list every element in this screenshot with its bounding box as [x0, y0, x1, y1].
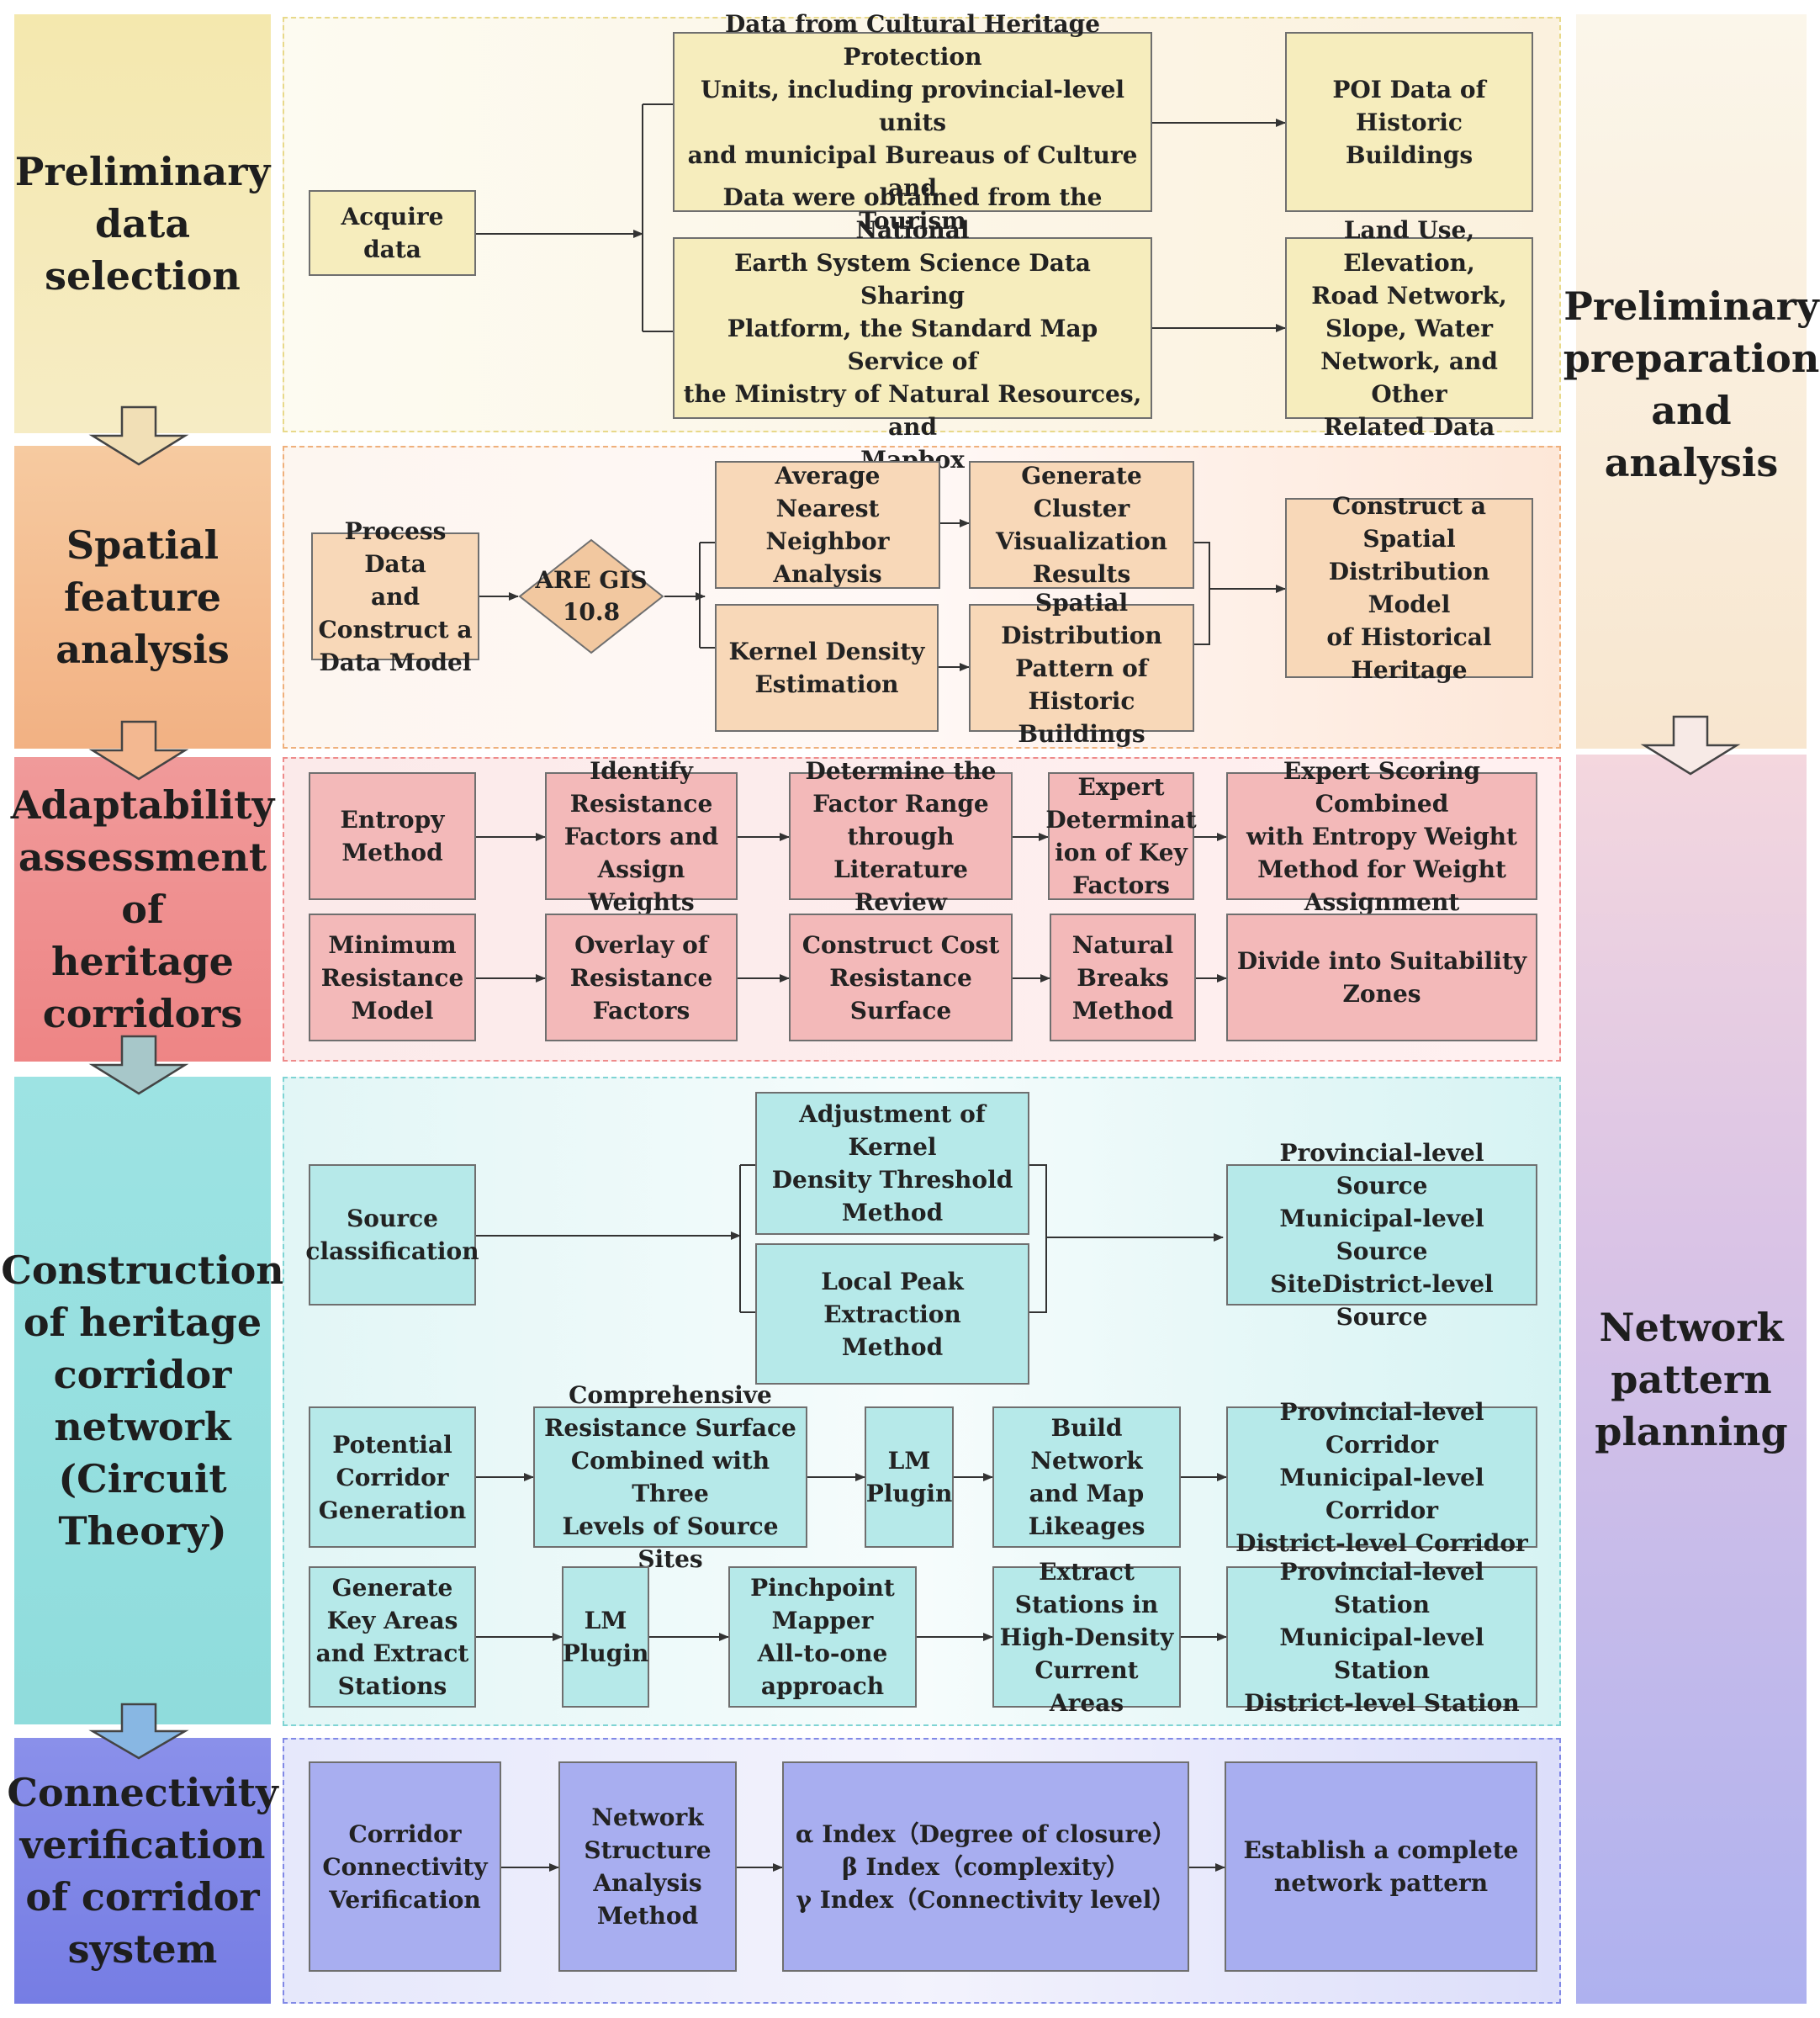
land-use-data-box: Land Use, Elevation, Road Network, Slope…	[1285, 216, 1533, 441]
key-areas-box: Generate Key Areas and Extract Stations	[309, 1566, 476, 1708]
arcgis-diamond-label: ARE GIS 10.8	[535, 566, 648, 626]
heritage-units-source-box: Data from Cultural Heritage Protection U…	[673, 10, 1152, 235]
arcgis-diamond: ARE GIS 10.8	[518, 538, 664, 654]
lm-plugin-box-corridor: LM Plugin	[865, 1406, 954, 1548]
extract-stations-box: Extract Stations in High-Density Current…	[992, 1558, 1181, 1717]
stage-spatial-feature-analysis: Spatial feature analysis	[14, 446, 271, 749]
kernel-threshold-box: Adjustment of Kernel Density Threshold M…	[755, 1092, 1029, 1235]
poi-data-box: POI Data of Historic Buildings	[1285, 32, 1533, 212]
expert-key-factors-box: Expert Determinat ion of Key Factors	[1045, 772, 1197, 900]
potential-corridor-box: Potential Corridor Generation	[309, 1406, 476, 1548]
overlay-factors-box: Overlay of Resistance Factors	[545, 914, 738, 1041]
entropy-method-box: Entropy Method	[309, 772, 476, 900]
build-network-box: Build Network and Map Likeages	[992, 1406, 1181, 1548]
cost-resistance-box: Construct Cost Resistance Surface	[789, 914, 1013, 1041]
suitability-zones-box: Divide into Suitability Zones	[1226, 914, 1537, 1041]
process-data-box: Process Data and Construct a Data Model	[311, 517, 479, 676]
national-platform-source-box: Data were obtained from the National Ear…	[673, 183, 1152, 474]
network-pattern-box: Establish a complete network pattern	[1225, 1761, 1537, 1972]
local-peak-box: Local Peak Extraction Method	[755, 1243, 1029, 1385]
spatial-model-box: Construct a Spatial Distribution Model o…	[1285, 492, 1533, 684]
minimum-resistance-box: Minimum Resistance Model	[309, 914, 476, 1041]
expert-scoring-box: Expert Scoring Combined with Entropy Wei…	[1226, 757, 1537, 916]
network-structure-box: Network Structure Analysis Method	[558, 1761, 737, 1972]
comprehensive-resistance-box: Comprehensive Resistance Surface Combine…	[533, 1381, 807, 1573]
average-nearest-neighbor-box: Average Nearest Neighbor Analysis	[715, 461, 940, 589]
station-levels-box: Provincial-level Station Municipal-level…	[1226, 1558, 1537, 1717]
stage-preliminary-data-selection: Preliminary data selection	[14, 14, 271, 433]
factor-range-box: Determine the Factor Range through Liter…	[789, 757, 1013, 916]
stage-adaptability-assessment: Adaptability assessment of heritage corr…	[11, 757, 274, 1062]
corridor-connectivity-box: Corridor Connectivity Verification	[309, 1761, 501, 1972]
kernel-density-box: Kernel Density Estimation	[715, 604, 939, 732]
stage-construction-heritage-corridor-network: Construction of heritage corridor networ…	[1, 1077, 284, 1724]
cluster-visualization-box: Generate Cluster Visualization Results	[969, 461, 1194, 589]
stage-connectivity-verification: Connectivity verification of corridor sy…	[7, 1738, 278, 2004]
identify-resistance-box: Identify Resistance Factors and Assign W…	[545, 757, 738, 916]
lm-plugin-box-station: LM Plugin	[562, 1566, 649, 1708]
source-classification-box: Source classification	[305, 1164, 479, 1306]
acquire-data-box: Acquire data	[309, 190, 476, 276]
pinchpoint-mapper-box: Pinchpoint Mapper All-to-one approach	[728, 1566, 917, 1708]
corridor-levels-box: Provincial-level Corridor Municipal-leve…	[1226, 1398, 1537, 1557]
source-levels-box: Provincial-level Source Municipal-level …	[1226, 1139, 1537, 1331]
index-box: α Index（Degree of closure） β Index（compl…	[782, 1761, 1189, 1972]
arcgis-diamond-shape	[518, 538, 664, 654]
stage-network-pattern-planning: Network pattern planning	[1576, 755, 1807, 2004]
natural-breaks-box: Natural Breaks Method	[1050, 914, 1196, 1041]
spatial-pattern-box: Spatial Distribution Pattern of Historic…	[969, 589, 1194, 748]
stage-preliminary-preparation: Preliminary preparation and analysis	[1563, 14, 1819, 749]
